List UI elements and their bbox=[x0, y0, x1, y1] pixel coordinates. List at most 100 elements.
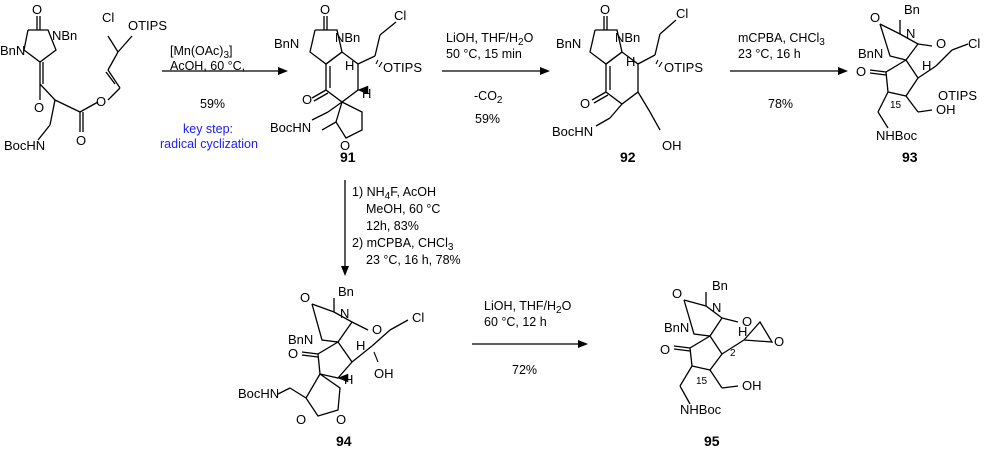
reaction-arrow-3 bbox=[730, 67, 848, 75]
atom-H: H bbox=[922, 58, 931, 73]
atom-BocHN: BocHN bbox=[552, 124, 593, 139]
atom-N: N bbox=[712, 300, 721, 315]
compound-92: O NBn BnN O H Cl OTIPS OH BocHN 92 bbox=[552, 2, 703, 165]
step1-yield: 59% bbox=[200, 97, 225, 111]
atom-OH: OH bbox=[374, 366, 394, 381]
atom-O: O bbox=[742, 314, 752, 329]
atom-BnN: BnN bbox=[274, 36, 299, 51]
atom-O: O bbox=[320, 2, 330, 17]
atom-O: O bbox=[672, 286, 682, 301]
atom-NBn: NBn bbox=[335, 30, 360, 45]
compound-number-92: 92 bbox=[620, 149, 636, 165]
atom-O: O bbox=[288, 346, 298, 361]
step1-solvent: AcOH, 60 °C, bbox=[170, 59, 245, 73]
step4-line1: 1) NH4F, AcOH bbox=[352, 185, 436, 202]
atom-O: O bbox=[856, 64, 866, 79]
reaction-arrow-2 bbox=[442, 67, 550, 75]
step2-yield: 59% bbox=[475, 112, 500, 126]
step2-temp: 50 °C, 15 min bbox=[446, 47, 522, 61]
atom-O: O bbox=[660, 342, 670, 357]
compound-number-93: 93 bbox=[902, 149, 918, 165]
atom-BnN: BnN bbox=[288, 332, 313, 347]
atom-O: O bbox=[774, 334, 784, 349]
step3-temp: 23 °C, 16 h bbox=[738, 47, 801, 61]
atom-O: O bbox=[870, 10, 880, 25]
atom-BnN: BnN bbox=[0, 43, 25, 58]
atom-O: O bbox=[600, 2, 610, 17]
atom-Bn: Bn bbox=[712, 278, 728, 293]
atom-H: H bbox=[626, 54, 635, 69]
atom-H: H bbox=[344, 372, 353, 387]
atom-O: O bbox=[32, 2, 42, 17]
atom-OTIPS: OTIPS bbox=[128, 18, 167, 33]
atom-OTIPS: OTIPS bbox=[664, 60, 703, 75]
compound-number-95: 95 bbox=[704, 433, 720, 449]
compound-number-91: 91 bbox=[340, 149, 356, 165]
atom-BocHN: BocHN bbox=[238, 386, 279, 401]
step5-conditions: LiOH, THF/H2O 60 °C, 12 h 72% bbox=[484, 299, 572, 377]
step5-reagent: LiOH, THF/H2O bbox=[484, 299, 572, 316]
step3-reagent: mCPBA, CHCl3 bbox=[738, 31, 825, 48]
atom-O: O bbox=[76, 133, 86, 148]
atom-Bn: Bn bbox=[904, 2, 920, 17]
step4-conditions: 1) NH4F, AcOH MeOH, 60 °C 12h, 83% 2) mC… bbox=[352, 185, 461, 267]
step4-line5: 23 °C, 16 h, 78% bbox=[366, 253, 461, 267]
atom-Cl: Cl bbox=[412, 310, 424, 325]
atom-N: N bbox=[340, 306, 349, 321]
atom-O: O bbox=[580, 96, 590, 111]
atom-NBn: NBn bbox=[52, 28, 77, 43]
atom-N: N bbox=[906, 26, 915, 41]
atom-O: O bbox=[96, 94, 106, 109]
atom-NBn: NBn bbox=[615, 30, 640, 45]
atom-Cl: Cl bbox=[676, 6, 688, 21]
atom-Cl: Cl bbox=[394, 8, 406, 23]
atom-NHBoc: NHBoc bbox=[876, 128, 918, 143]
step4-line4: 2) mCPBA, CHCl3 bbox=[352, 236, 454, 253]
step3-conditions: mCPBA, CHCl3 23 °C, 16 h 78% bbox=[738, 31, 825, 111]
atom-O: O bbox=[336, 412, 346, 427]
atom-number-15: 15 bbox=[696, 376, 708, 387]
atom-O: O bbox=[340, 138, 350, 153]
step2-reagent: LiOH, THF/H2O bbox=[446, 31, 534, 48]
atom-OH: OH bbox=[742, 378, 762, 393]
atom-BnN: BnN bbox=[664, 320, 689, 335]
step4-line3: 12h, 83% bbox=[366, 219, 419, 233]
step5-temp: 60 °C, 12 h bbox=[484, 315, 547, 329]
atom-O: O bbox=[302, 92, 312, 107]
atom-H: H bbox=[356, 338, 365, 353]
atom-OTIPS: OTIPS bbox=[938, 88, 977, 103]
atom-BnN: BnN bbox=[556, 36, 581, 51]
atom-O: O bbox=[34, 100, 44, 115]
atom-OH: OH bbox=[936, 102, 956, 117]
compound-93: O Bn N BnN O O H Cl OTIPS 15 OH NHBoc 93 bbox=[856, 2, 980, 165]
atom-O: O bbox=[936, 36, 946, 51]
atom-O: O bbox=[372, 322, 382, 337]
compound-94: O Bn N BnN O O H Cl OH H BocHN O O 94 bbox=[238, 284, 424, 449]
atom-OTIPS: OTIPS bbox=[383, 60, 422, 75]
starting-material: O NBn BnN O BocHN O O Cl OTIPS bbox=[0, 2, 167, 153]
atom-Bn: Bn bbox=[338, 284, 354, 299]
step1-reagent: [Mn(OAc)3] bbox=[170, 44, 233, 61]
step1-note-line1: key step: bbox=[183, 122, 233, 136]
step2-conditions: LiOH, THF/H2O 50 °C, 15 min -CO2 59% bbox=[446, 31, 534, 126]
step2-decarboxylation: -CO2 bbox=[474, 89, 503, 106]
step1-note-line2: radical cyclization bbox=[160, 137, 258, 151]
atom-BocHN: BocHN bbox=[4, 138, 45, 153]
atom-Cl: Cl bbox=[102, 10, 114, 25]
atom-O: O bbox=[296, 412, 306, 427]
atom-H: H bbox=[738, 324, 747, 339]
atom-H: H bbox=[345, 58, 354, 73]
step5-yield: 72% bbox=[512, 363, 537, 377]
compound-95: O Bn N BnN O O H O 2 15 OH NHBoc 95 bbox=[660, 278, 784, 449]
step4-line2: MeOH, 60 °C bbox=[366, 202, 440, 216]
atom-NHBoc: NHBoc bbox=[680, 402, 722, 417]
compound-number-94: 94 bbox=[336, 433, 352, 449]
atom-BocHN: BocHN bbox=[270, 120, 311, 135]
atom-number-15: 15 bbox=[890, 100, 902, 111]
reaction-arrow-4 bbox=[341, 180, 349, 276]
step1-conditions: [Mn(OAc)3] AcOH, 60 °C, 59% key step: ra… bbox=[160, 44, 258, 151]
atom-OH: OH bbox=[662, 138, 682, 153]
atom-Cl: Cl bbox=[968, 36, 980, 51]
compound-91: O NBn BnN O H H Cl OTIPS O BocHN 91 bbox=[270, 2, 422, 165]
